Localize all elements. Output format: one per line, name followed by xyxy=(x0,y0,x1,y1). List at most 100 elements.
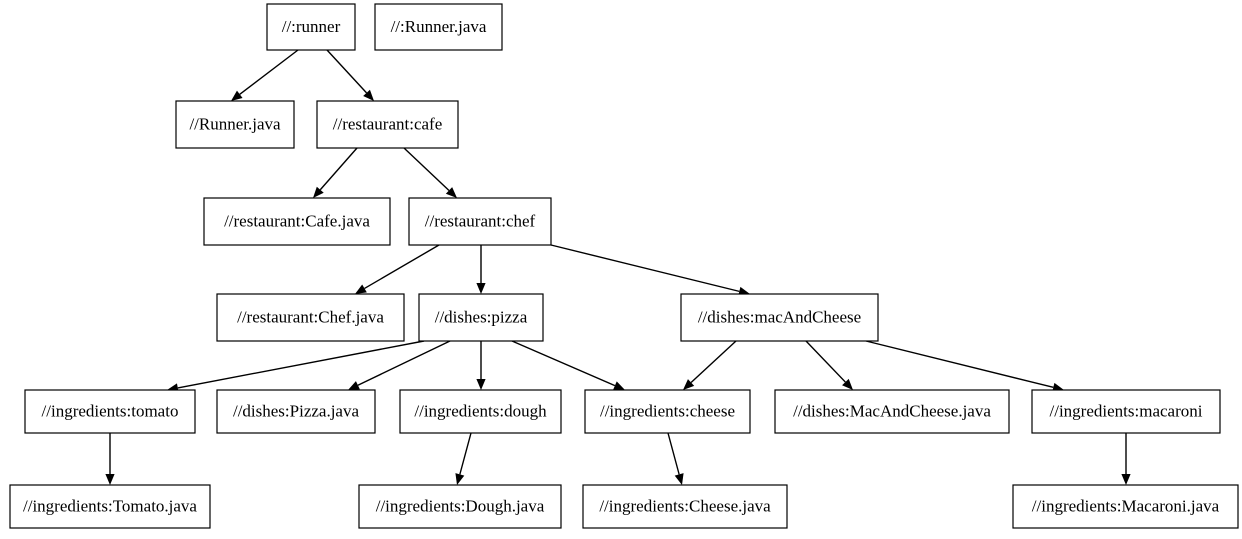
node-label: //ingredients:tomato xyxy=(42,401,179,420)
node-label: //ingredients:Cheese.java xyxy=(599,496,771,515)
graph-node[interactable]: //ingredients:macaroni xyxy=(1031,389,1221,434)
node-box[interactable] xyxy=(1031,389,1221,434)
edge-arrowhead xyxy=(842,378,853,390)
node-label: //dishes:macAndCheese xyxy=(698,307,861,326)
graph-node[interactable]: //restaurant:cafe xyxy=(316,100,459,149)
graph-node[interactable]: //dishes:macAndCheese xyxy=(680,293,879,342)
node-label: //dishes:pizza xyxy=(435,307,528,326)
node-label: //restaurant:Chef.java xyxy=(237,307,384,326)
edge-arrowhead xyxy=(1121,474,1131,485)
edge-line xyxy=(550,244,740,293)
edge-line xyxy=(865,340,1054,389)
graph-edge xyxy=(348,340,451,390)
edge-arrowhead xyxy=(363,89,374,101)
node-box[interactable] xyxy=(774,389,1010,434)
node-box[interactable] xyxy=(408,197,552,246)
graph-node[interactable]: //ingredients:Tomato.java xyxy=(9,484,211,529)
edge-line xyxy=(319,147,358,191)
node-box[interactable] xyxy=(216,389,376,434)
edge-line xyxy=(357,340,451,386)
graph-edge xyxy=(105,433,115,485)
node-box[interactable] xyxy=(266,3,356,51)
node-box[interactable] xyxy=(582,484,788,529)
edge-line xyxy=(239,49,299,95)
edge-arrowhead xyxy=(313,186,324,198)
node-box[interactable] xyxy=(24,389,196,434)
graph-node[interactable]: //:runner xyxy=(266,3,356,51)
graph-node[interactable]: //ingredients:tomato xyxy=(24,389,196,434)
edge-arrowhead xyxy=(674,473,684,485)
graph-edge xyxy=(805,340,853,390)
node-box[interactable] xyxy=(374,3,503,51)
edge-arrowhead xyxy=(613,381,625,390)
node-label: //ingredients:macaroni xyxy=(1050,401,1203,420)
graph-node[interactable]: //ingredients:Cheese.java xyxy=(582,484,788,529)
graph-edge xyxy=(1121,433,1131,485)
graph-edge xyxy=(355,244,440,294)
node-label: //Runner.java xyxy=(189,114,281,133)
node-box[interactable] xyxy=(1012,484,1239,529)
graph-node[interactable]: //ingredients:dough xyxy=(399,389,562,434)
nodes-layer: //:runner //:Runner.java //Runner.java //re… xyxy=(9,3,1239,529)
edge-arrowhead xyxy=(231,90,243,101)
node-label: //restaurant:Cafe.java xyxy=(224,211,370,230)
edge-line xyxy=(459,432,472,475)
node-label: //ingredients:Macaroni.java xyxy=(1032,496,1220,515)
edge-line xyxy=(364,244,440,290)
node-label: //:Runner.java xyxy=(391,17,487,36)
node-label: //restaurant:chef xyxy=(425,211,536,230)
node-box[interactable] xyxy=(175,100,295,149)
edge-arrowhead xyxy=(355,284,367,294)
graph-edge xyxy=(455,432,472,485)
graph-node[interactable]: //restaurant:chef xyxy=(408,197,552,246)
graph-node[interactable]: //ingredients:Macaroni.java xyxy=(1012,484,1239,529)
node-box[interactable] xyxy=(358,484,562,529)
graph-node[interactable]: //ingredients:Dough.java xyxy=(358,484,562,529)
edge-line xyxy=(667,432,680,475)
node-box[interactable] xyxy=(584,389,751,434)
graph-node[interactable]: //dishes:MacAndCheese.java xyxy=(774,389,1010,434)
edge-line xyxy=(177,340,425,389)
node-box[interactable] xyxy=(680,293,879,342)
graph-node[interactable]: //Runner.java xyxy=(175,100,295,149)
edge-line xyxy=(690,340,737,384)
graph-node[interactable]: //dishes:Pizza.java xyxy=(216,389,376,434)
graph-node[interactable]: //ingredients:cheese xyxy=(584,389,751,434)
node-box[interactable] xyxy=(216,293,405,342)
edge-arrowhead xyxy=(683,379,695,390)
graph-edge xyxy=(326,49,374,101)
edge-arrowhead xyxy=(455,473,465,485)
graph-node[interactable]: //dishes:pizza xyxy=(418,293,544,342)
graph-edge xyxy=(476,341,486,390)
node-box[interactable] xyxy=(9,484,211,529)
edge-line xyxy=(805,340,846,383)
graph-edge xyxy=(231,49,299,101)
edge-line xyxy=(403,147,450,191)
node-box[interactable] xyxy=(418,293,544,342)
graph-node[interactable]: //restaurant:Chef.java xyxy=(216,293,405,342)
node-label: //restaurant:cafe xyxy=(333,114,443,133)
edge-line xyxy=(511,340,616,387)
edge-line xyxy=(326,49,368,94)
graph-edge xyxy=(683,340,737,390)
node-box[interactable] xyxy=(399,389,562,434)
node-label: //ingredients:dough xyxy=(414,401,547,420)
edges-layer xyxy=(105,49,1131,485)
graph-edge xyxy=(667,432,684,485)
graph-edge xyxy=(313,147,358,198)
graph-node[interactable]: //:Runner.java xyxy=(374,3,503,51)
node-label: //dishes:Pizza.java xyxy=(233,401,360,420)
graph-node[interactable]: //restaurant:Cafe.java xyxy=(203,197,391,246)
node-box[interactable] xyxy=(316,100,459,149)
node-label: //ingredients:cheese xyxy=(600,401,735,420)
node-label: //:runner xyxy=(282,17,341,36)
node-label: //ingredients:Dough.java xyxy=(376,496,545,515)
node-box[interactable] xyxy=(203,197,391,246)
graph-edge xyxy=(511,340,625,390)
edge-arrowhead xyxy=(476,379,486,390)
graph-edge xyxy=(403,147,457,198)
graph-edge xyxy=(476,245,486,294)
